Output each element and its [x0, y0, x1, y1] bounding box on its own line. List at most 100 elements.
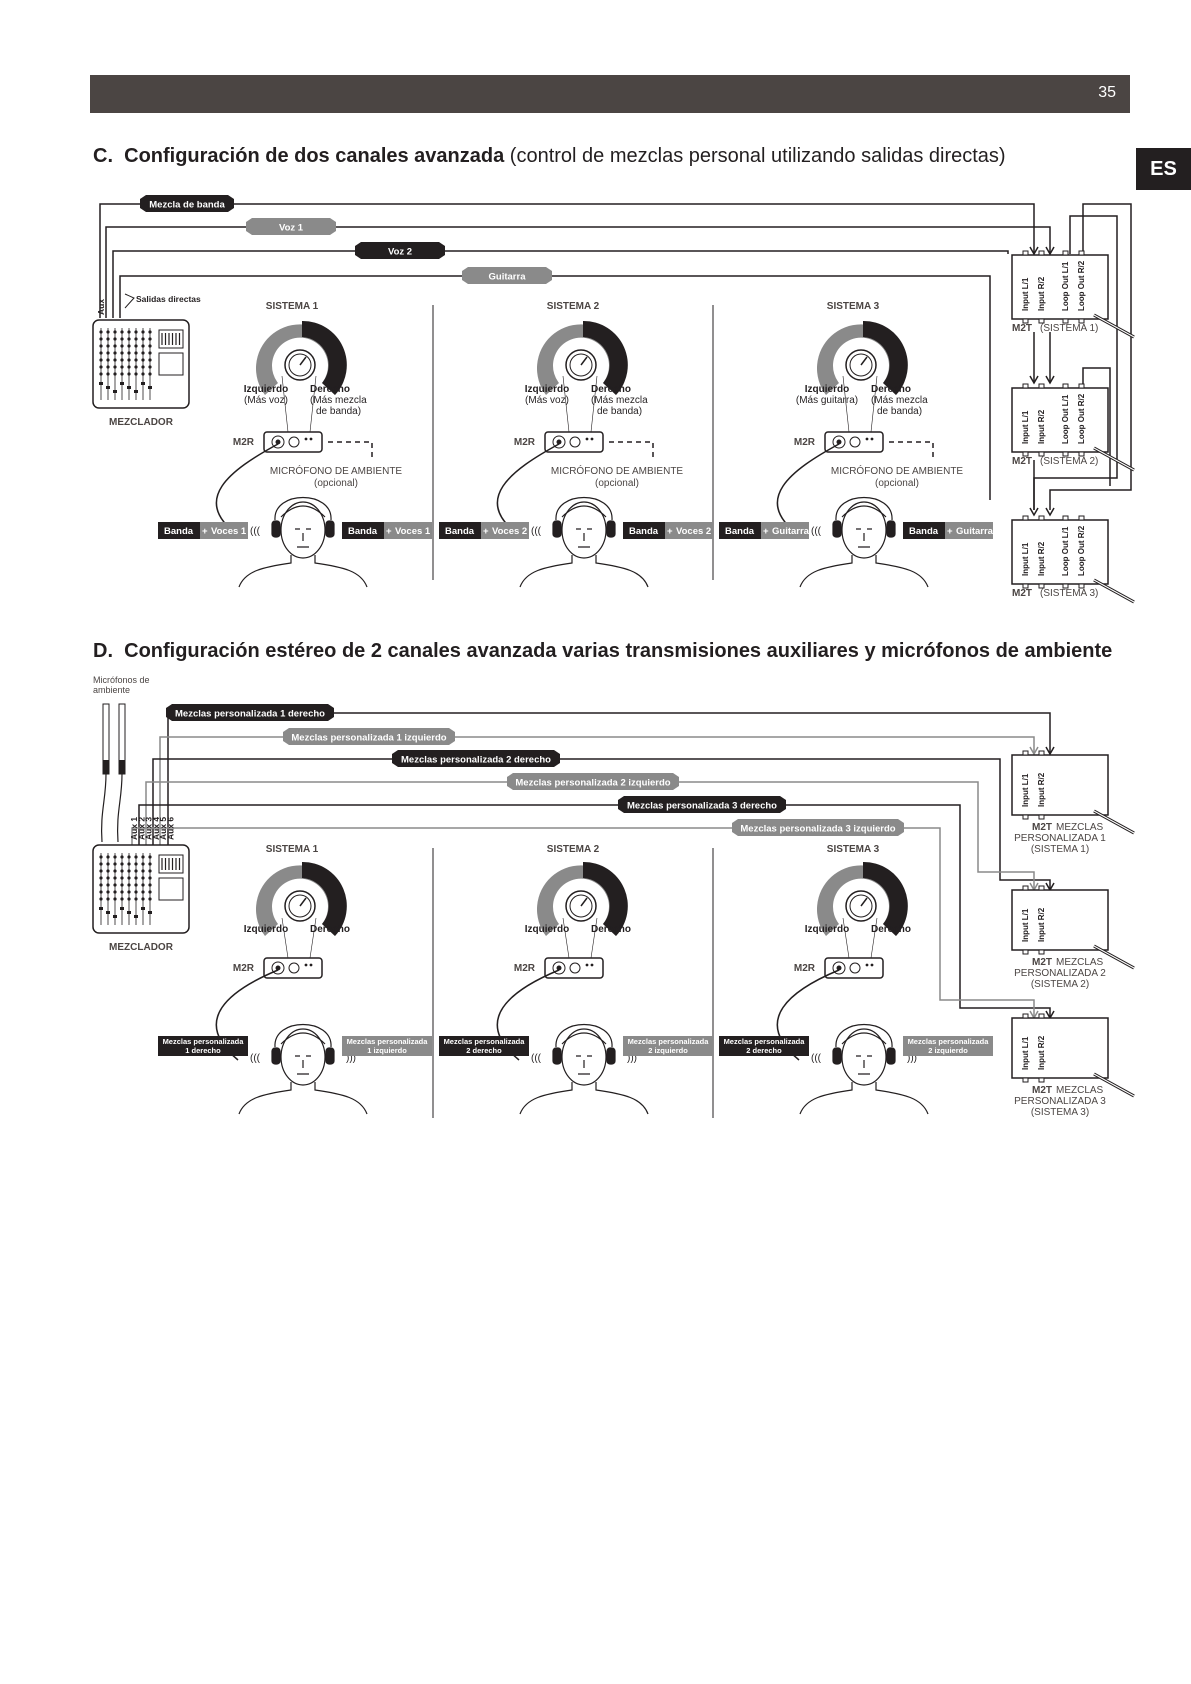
- transmitter-port-label: Input L/1: [1021, 908, 1030, 942]
- bus-line-voice2: [112, 250, 1009, 318]
- bus-line-band-mix: [99, 203, 1035, 318]
- mixer-knob-icon: [141, 862, 145, 866]
- headphone-band-icon: [274, 1024, 332, 1048]
- mixer-knob-icon: [134, 869, 138, 873]
- mixer-knob-icon: [106, 876, 110, 880]
- mixer-knob-icon: [106, 351, 110, 355]
- shoulders-outline: [519, 555, 649, 588]
- pan-right-sub: (Más mezcla: [591, 395, 648, 406]
- leader-line: [590, 375, 598, 433]
- mixer-knob-icon: [141, 358, 145, 362]
- mix-tag-text: 1 derecho: [185, 1046, 221, 1055]
- mixer-knob-icon: [99, 330, 103, 334]
- pan-arc-dark: [583, 861, 628, 936]
- leader-line: [309, 917, 317, 959]
- receiver-led-icon: [585, 963, 589, 967]
- arrow-icon: [1029, 746, 1039, 756]
- mixer-knob-icon: [127, 897, 131, 901]
- direct-outs-label: Salidas directas: [136, 294, 201, 304]
- shoulders-outline: [238, 555, 368, 588]
- mixer-knob-icon: [127, 358, 131, 362]
- receiver-knob-icon: [849, 962, 861, 974]
- receiver-jack-center: [275, 965, 281, 971]
- mixer-knob-icon: [106, 883, 110, 887]
- listener-figure: [519, 1024, 649, 1115]
- mix-tag-light: [903, 1036, 993, 1056]
- transmitter-port-icon: [1022, 885, 1029, 891]
- mix-tag-plus: +: [202, 526, 208, 537]
- transmitter-port-label: Loop Out L/1: [1061, 261, 1070, 311]
- transmitter-body: [1011, 254, 1109, 320]
- ambient-mic-sub: (opcional): [314, 478, 358, 489]
- mix-tag-text: Guitarra: [772, 526, 810, 537]
- mixer-knob-icon: [134, 890, 138, 894]
- pan-right-label: Derecho: [310, 924, 350, 935]
- listener-figure: [799, 1024, 929, 1115]
- section-c-prefix: C.: [93, 145, 113, 167]
- pan-right-label: Derecho: [591, 924, 631, 935]
- ambient-mics-label: ambiente: [93, 685, 130, 695]
- section-d-heading: D. Configuración estéreo de 2 canales av…: [93, 640, 1112, 663]
- mixer-knob-icon: [120, 365, 124, 369]
- bus-label: Mezclas personalizada 1 derecho: [175, 709, 325, 720]
- bus-line-custom-mix: [145, 781, 1035, 890]
- leader-line: [870, 375, 878, 433]
- headphone-left-icon: [832, 520, 842, 538]
- leader-line: [842, 375, 850, 433]
- bracket-icon: [124, 293, 135, 309]
- mixer-knob-icon: [134, 897, 138, 901]
- receiver-label: M2R: [794, 437, 816, 448]
- bus-line-custom-mix: [138, 804, 1051, 1018]
- mix-tag-text: Voces 2: [676, 526, 711, 537]
- leader-line: [562, 375, 570, 433]
- mixer-knob-icon: [134, 351, 138, 355]
- transmitter-port-icon: [1022, 383, 1029, 389]
- mixer-knob-icon: [127, 869, 131, 873]
- pan-right-label: Derecho: [871, 384, 911, 395]
- transmitter-port-icon: [1038, 250, 1045, 256]
- bus-label-tag: [140, 195, 234, 212]
- bus-label: Mezclas personalizada 3 derecho: [627, 801, 777, 812]
- mixer-knob-icon: [127, 337, 131, 341]
- bus-line-custom-mix: [167, 712, 1051, 845]
- transmitter-body: [1011, 889, 1109, 951]
- pan-left-label: Izquierdo: [805, 384, 849, 395]
- headphone-right-icon: [325, 1047, 335, 1065]
- sound-waves-icon: ))): [346, 1053, 356, 1064]
- transmitter-mix-label: MEZCLAS: [1056, 1085, 1104, 1096]
- leader-line: [309, 375, 317, 433]
- ambient-mics-label: Micrófonos de: [93, 675, 150, 685]
- sound-waves-icon: (((: [531, 526, 542, 537]
- receiver-knob-icon: [569, 436, 581, 448]
- arrow-icon: [1029, 246, 1039, 256]
- pan-right-sub: (Más mezcla: [310, 395, 367, 406]
- mixer-knob-icon: [127, 855, 131, 859]
- receiver-led-icon: [865, 437, 869, 441]
- mixer-fader-icon: [99, 907, 103, 910]
- knob-pointer: [860, 897, 868, 907]
- listener-figure: [238, 497, 368, 588]
- mix-tag-dark: [439, 1036, 529, 1056]
- mixer-knob-icon: [148, 876, 152, 880]
- mixer-knob-icon: [113, 337, 117, 341]
- transmitter-label: M2T: [1012, 456, 1032, 467]
- transmitter-port-icon: [1038, 583, 1045, 589]
- transmitter-port-icon: [1078, 318, 1085, 324]
- leader-line: [842, 917, 850, 959]
- transmitter-port-icon: [1038, 318, 1045, 324]
- mixer-knob-icon: [134, 344, 138, 348]
- mixer-knob-icon: [106, 358, 110, 362]
- mixer-knob-icon: [141, 372, 145, 376]
- mix-tag-text: Banda: [164, 526, 194, 537]
- arrow-icon: [1045, 246, 1055, 256]
- aux-label: Aux 6: [166, 817, 176, 840]
- pan-left-sub: (Más voz): [525, 395, 569, 406]
- receiver-jack-center: [556, 965, 562, 971]
- mixer-knob-icon: [120, 855, 124, 859]
- loop-out-line: [1082, 367, 1111, 486]
- bus-label: Mezclas personalizada 1 izquierdo: [291, 733, 446, 744]
- transmitter-port-icon: [1022, 583, 1029, 589]
- mixer-knob-icon: [141, 365, 145, 369]
- headphone-left-icon: [271, 1047, 281, 1065]
